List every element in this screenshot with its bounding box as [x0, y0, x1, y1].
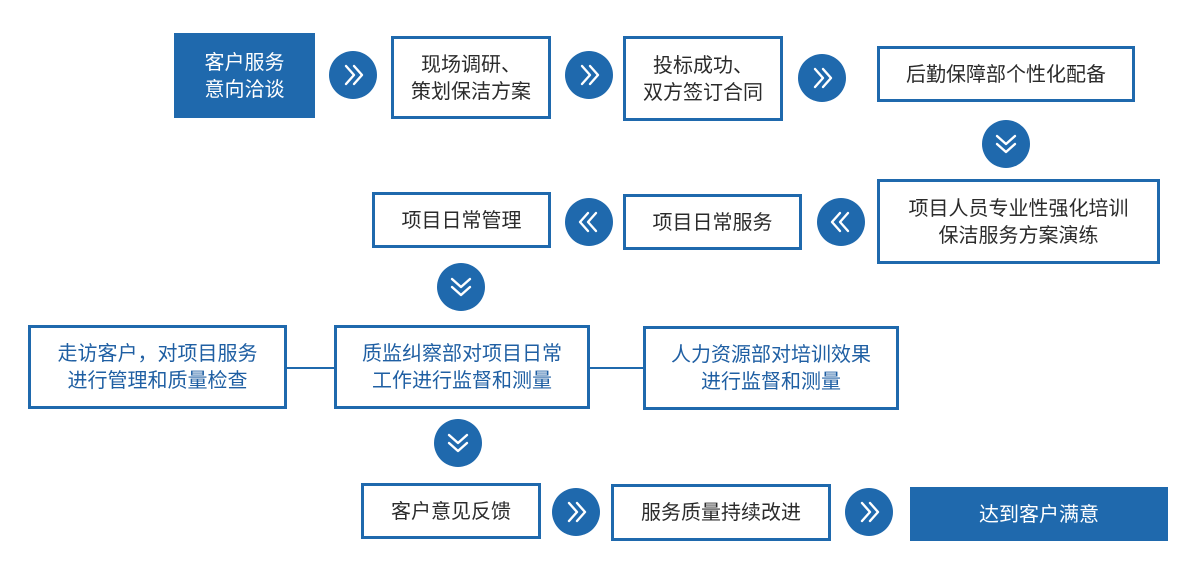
- step-label: 走访客户，对项目服务 进行管理和质量检查: [57, 341, 258, 392]
- double-chevron-down-icon: [434, 419, 482, 467]
- step-label: 投标成功、 双方签订合同: [643, 52, 763, 104]
- step-customer-intention: 客户服务 意向洽谈: [174, 33, 315, 118]
- double-chevron-down-icon: [982, 120, 1030, 168]
- step-daily-management: 项目日常管理: [372, 192, 551, 248]
- double-chevron-left-icon: [565, 198, 613, 246]
- step-hr-dept: 人力资源部对培训效果 进行监督和测量: [643, 326, 899, 410]
- step-label: 达到客户满意: [979, 501, 1099, 526]
- step-label: 项目人员专业性强化培训 保洁服务方案演练: [908, 195, 1129, 247]
- step-staff-training: 项目人员专业性强化培训 保洁服务方案演练: [877, 179, 1160, 264]
- step-label: 人力资源部对培训效果 进行监督和测量: [671, 342, 871, 393]
- double-chevron-left-icon: [817, 198, 865, 246]
- step-label: 项目日常管理: [401, 207, 522, 232]
- step-continuous-improvement: 服务质量持续改进: [611, 484, 831, 541]
- step-site-survey: 现场调研、 策划保洁方案: [391, 36, 551, 119]
- step-customer-feedback: 客户意见反馈: [361, 483, 541, 539]
- step-bid-contract: 投标成功、 双方签订合同: [623, 36, 783, 121]
- step-label: 质监纠察部对项目日常 工作进行监督和测量: [362, 341, 562, 392]
- step-label: 现场调研、 策划保洁方案: [411, 51, 531, 103]
- step-customer-satisfaction: 达到客户满意: [910, 487, 1168, 541]
- double-chevron-right-icon: [329, 51, 377, 99]
- connector-line: [590, 367, 643, 369]
- double-chevron-right-icon: [565, 51, 613, 99]
- step-customer-visit: 走访客户，对项目服务 进行管理和质量检查: [28, 325, 287, 409]
- step-label: 客户意见反馈: [391, 498, 511, 523]
- step-quality-inspection-dept: 质监纠察部对项目日常 工作进行监督和测量: [334, 325, 590, 409]
- double-chevron-down-icon: [437, 263, 485, 311]
- connector-line: [287, 367, 334, 369]
- double-chevron-right-icon: [798, 54, 846, 102]
- step-label: 服务质量持续改进: [641, 500, 801, 524]
- step-logistics-config: 后勤保障部个性化配备: [877, 46, 1135, 102]
- step-label: 客户服务 意向洽谈: [204, 49, 285, 101]
- double-chevron-right-icon: [845, 488, 893, 536]
- step-daily-service: 项目日常服务: [623, 194, 802, 250]
- step-label: 项目日常服务: [652, 209, 773, 234]
- double-chevron-right-icon: [552, 488, 600, 536]
- step-label: 后勤保障部个性化配备: [906, 61, 1106, 86]
